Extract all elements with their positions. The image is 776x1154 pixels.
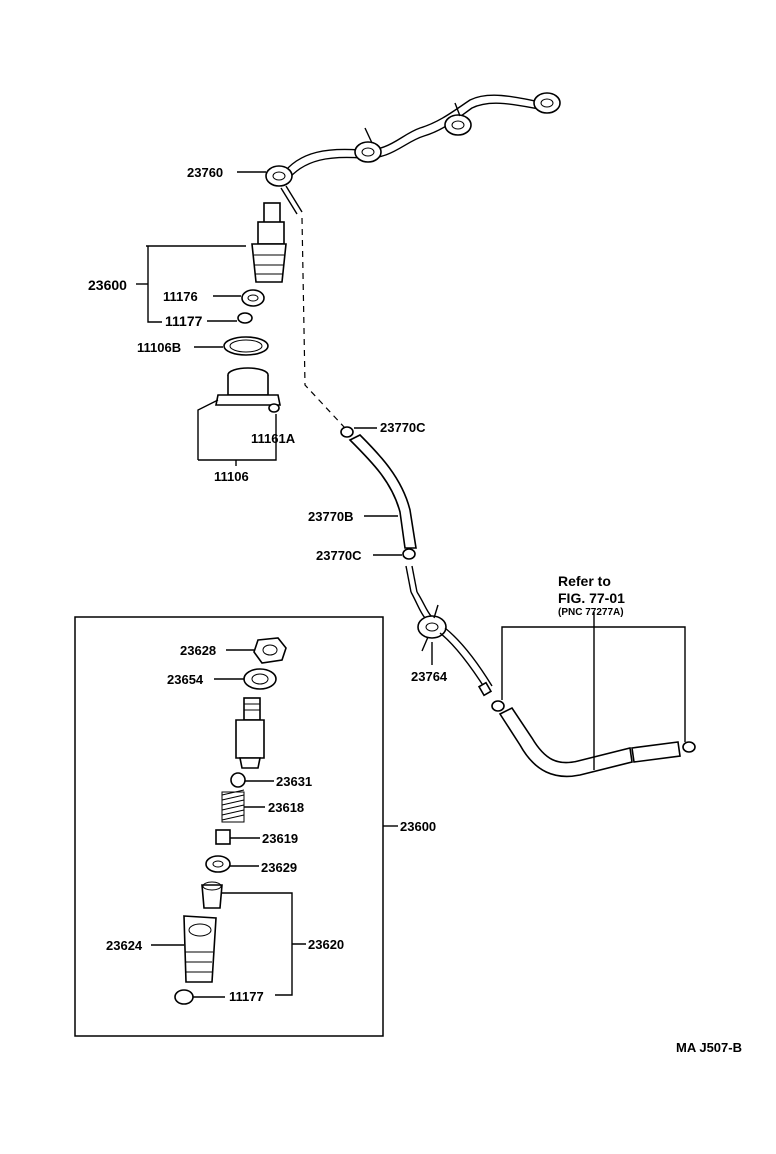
label-23600-top: 23600 bbox=[88, 277, 127, 293]
label-23629: 23629 bbox=[261, 860, 297, 875]
reference-line-2: FIG. 77-01 bbox=[558, 590, 625, 606]
label-23760: 23760 bbox=[187, 165, 223, 180]
label-23619: 23619 bbox=[262, 831, 298, 846]
figure-code: MA J507-B bbox=[676, 1040, 742, 1055]
label-11106: 11106 bbox=[214, 469, 249, 484]
nozzle-assembly-top bbox=[223, 202, 287, 356]
return-hose-reference bbox=[491, 700, 696, 778]
label-23618: 23618 bbox=[268, 800, 304, 815]
label-23600-box: 23600 bbox=[400, 819, 436, 834]
label-23770C-upper: 23770C bbox=[380, 420, 426, 435]
reference-line-1: Refer to bbox=[558, 573, 611, 589]
nozzle-holder-11106 bbox=[215, 367, 281, 413]
reference-line-3: (PNC 77277A) bbox=[558, 607, 624, 618]
label-23628: 23628 bbox=[180, 643, 216, 658]
label-23654: 23654 bbox=[167, 672, 204, 687]
label-11106B: 11106B bbox=[137, 340, 181, 355]
nozzle-parts-exploded bbox=[174, 637, 287, 1005]
label-11176: 11176 bbox=[163, 289, 198, 304]
label-23770B: 23770B bbox=[308, 509, 354, 524]
leak-line-dashed bbox=[301, 217, 346, 429]
leader-lines bbox=[136, 171, 686, 998]
label-23620: 23620 bbox=[308, 937, 344, 952]
label-23770C-lower: 23770C bbox=[316, 548, 362, 563]
union-23764 bbox=[410, 591, 493, 697]
label-23631: 23631 bbox=[276, 774, 312, 789]
label-11177-bottom: 11177 bbox=[229, 989, 264, 1004]
label-23624: 23624 bbox=[106, 938, 143, 953]
label-23764: 23764 bbox=[411, 669, 448, 684]
hose-23770B bbox=[340, 426, 418, 593]
label-11161A: 11161A bbox=[251, 431, 296, 446]
nozzle-assembly-box bbox=[74, 616, 384, 1037]
label-11177-top: 11177 bbox=[165, 313, 203, 329]
injection-pipe-23760 bbox=[265, 92, 561, 215]
